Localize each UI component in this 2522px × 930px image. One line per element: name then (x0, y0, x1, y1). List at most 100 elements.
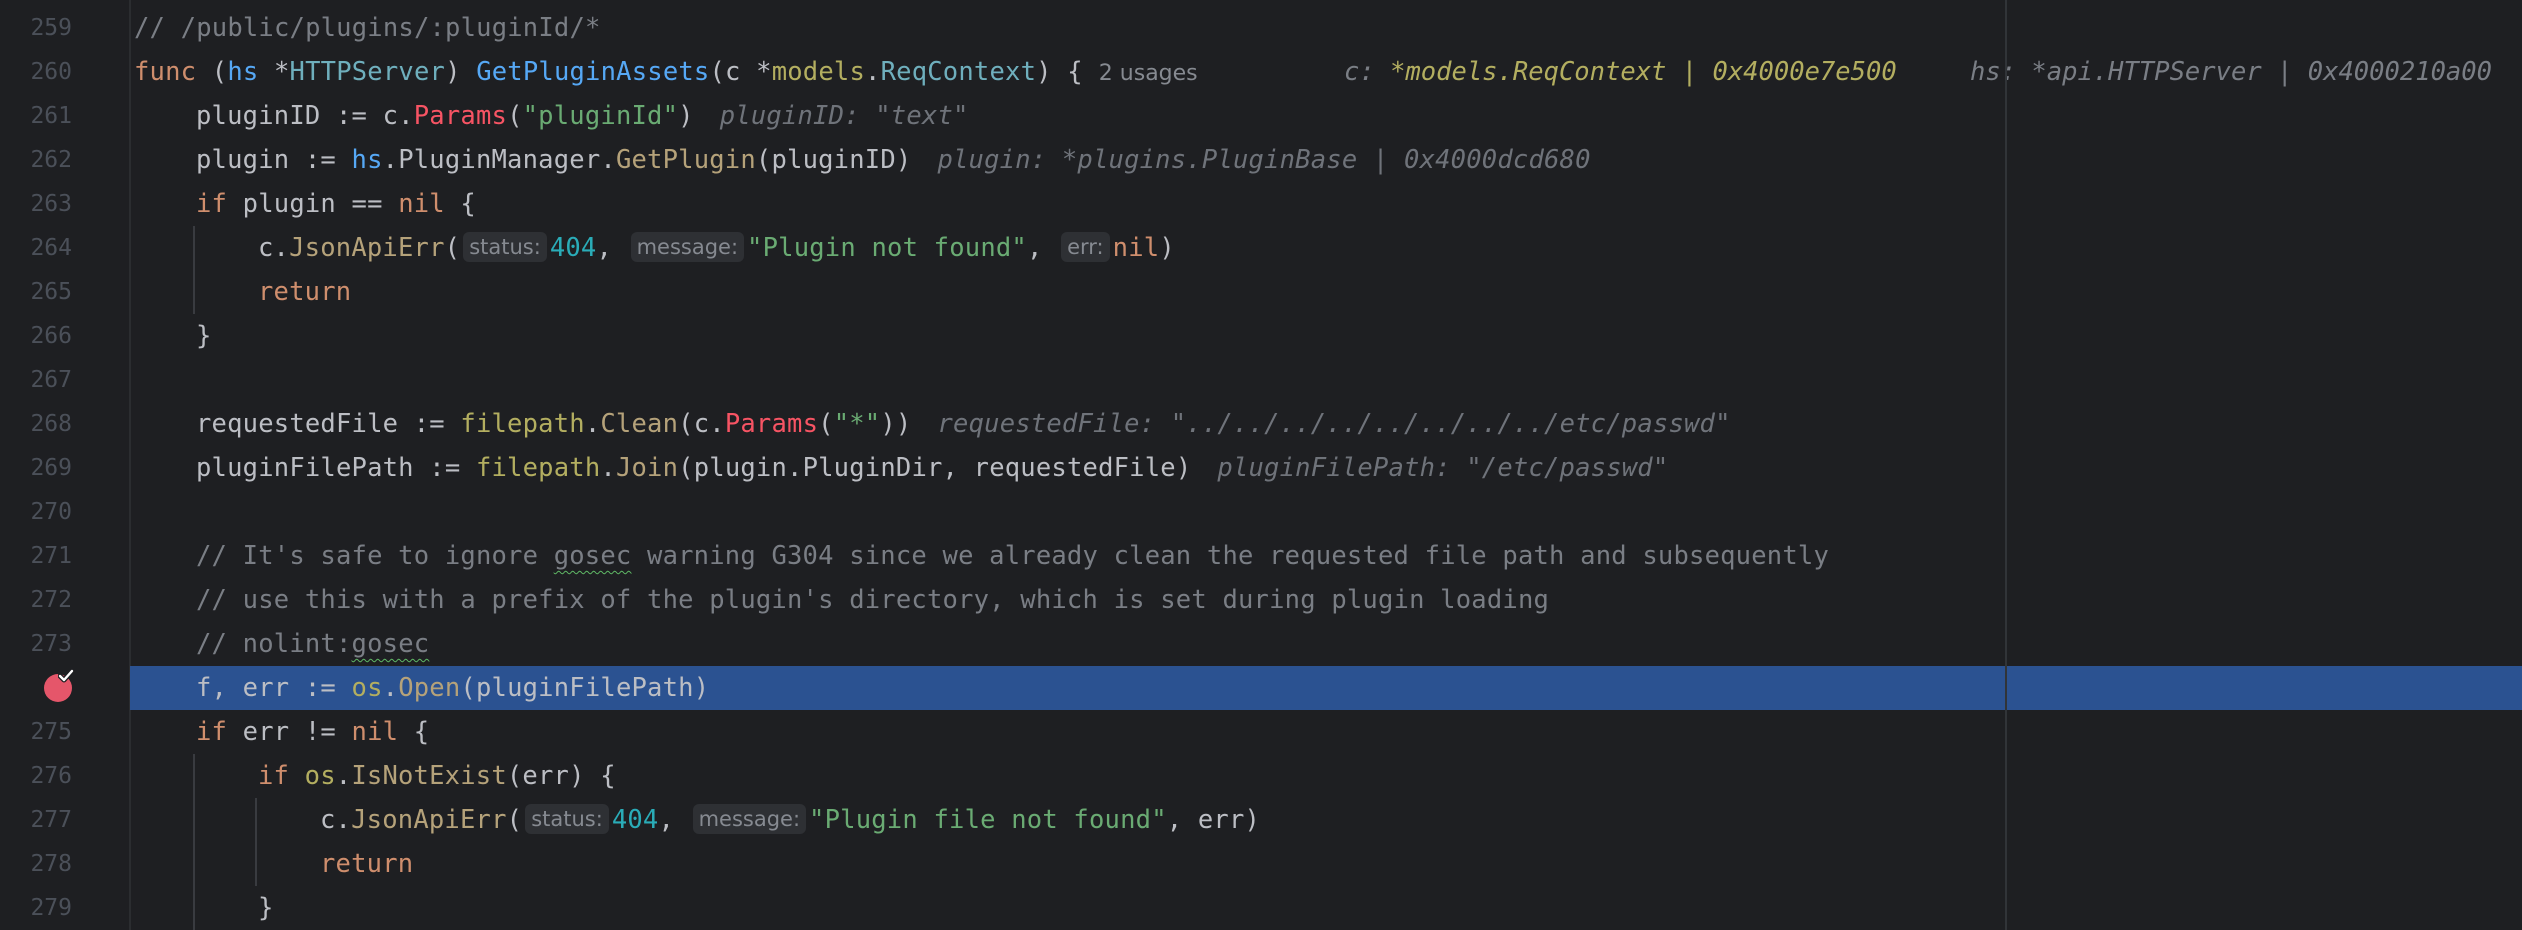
code-token: requestedFile := (196, 409, 461, 439)
punct: * (258, 57, 290, 87)
debug-value-hint-c[interactable]: c: *models.ReqContext | 0x4000e7e500 (1344, 50, 1897, 94)
code-line-271[interactable]: 271 // It's safe to ignore gosec warning… (0, 534, 2522, 578)
code-line-268[interactable]: 268 requestedFile := filepath.Clean(c.Pa… (0, 402, 2522, 446)
method-call: Params (724, 409, 819, 439)
hint-value: *models.ReqContext | 0x4000e7e500 (1390, 57, 1897, 87)
package-name: os (304, 761, 336, 791)
line-number[interactable]: 264 (30, 235, 72, 261)
verified-breakpoint-icon[interactable] (44, 668, 74, 702)
code-line-267[interactable]: 267 (0, 358, 2522, 402)
code-line-278[interactable]: 278 return (0, 842, 2522, 886)
code-line-265[interactable]: 265 return (0, 270, 2522, 314)
hint-label: c: (1344, 57, 1391, 87)
line-number[interactable]: 272 (30, 587, 72, 613)
code-line-259[interactable]: 259 // /public/plugins/:pluginId/* (0, 6, 2522, 50)
line-number[interactable]: 275 (30, 719, 72, 745)
debug-value-hint[interactable]: pluginFilePath: "/etc/passwd" (1217, 453, 1669, 483)
code-line-260[interactable]: 260 func (hs *HTTPServer) GetPluginAsset… (0, 50, 2522, 94)
debug-value-hint[interactable]: pluginID: "text" (719, 101, 969, 131)
code-text: // /public/plugins/:pluginId/* (134, 13, 601, 43)
usages-link[interactable]: 2 usages (1098, 61, 1198, 86)
number-literal: 404 (549, 233, 597, 263)
line-number[interactable]: 270 (30, 499, 72, 525)
package-name: models (771, 57, 866, 87)
param-name-hint: err: (1061, 232, 1110, 262)
code-token: pluginID := c. (196, 101, 414, 131)
line-number[interactable]: 268 (30, 411, 72, 437)
method-call: GetPlugin (615, 145, 756, 175)
closing-brace: } (258, 893, 274, 923)
code-token: plugin == (227, 189, 399, 219)
code-line-276[interactable]: 276 if os.IsNotExist(err) { (0, 754, 2522, 798)
code-text: if os.IsNotExist(err) { (258, 754, 616, 798)
param-name-hint: message: (630, 232, 745, 262)
line-number[interactable]: 265 (30, 279, 72, 305)
code-token: (c. (678, 409, 725, 439)
method-call: IsNotExist (351, 761, 507, 791)
punct: . (584, 409, 601, 439)
debug-value-hint[interactable]: plugin: *plugins.PluginBase | 0x4000dcd6… (937, 145, 1591, 175)
function-name[interactable]: GetPluginAssets (476, 57, 710, 87)
spellcheck-squiggle[interactable]: gosec (553, 541, 632, 571)
code-line-270[interactable]: 270 (0, 490, 2522, 534)
line-number[interactable]: 277 (30, 807, 72, 833)
comment: // It's safe to ignore gosec warning G30… (196, 534, 1829, 578)
comment: // nolint:gosec (196, 622, 429, 666)
debug-value-hint[interactable]: requestedFile: "../../../../../../../../… (937, 409, 1731, 439)
line-number[interactable]: 267 (30, 367, 72, 393)
param-type: ReqContext (880, 57, 1037, 87)
line-number[interactable]: 259 (30, 15, 72, 41)
code-line-272[interactable]: 272 // use this with a prefix of the plu… (0, 578, 2522, 622)
param-name-hint: status: (463, 232, 547, 262)
debug-value-hint-hs[interactable]: hs: *api.HTTPServer | 0x4000210a00 (1970, 57, 2492, 87)
code-token: f, err := (196, 673, 352, 703)
punct: ) (1159, 233, 1175, 263)
code-text: if plugin == nil { (196, 182, 476, 226)
line-number[interactable]: 260 (30, 59, 72, 85)
line-number[interactable]: 266 (30, 323, 72, 349)
checkmark-icon (58, 668, 74, 683)
indent-guide (193, 226, 195, 314)
punct: ( (444, 233, 461, 263)
punct: . (600, 453, 616, 483)
punct: { (444, 189, 476, 219)
code-token: (pluginFilePath) (460, 673, 710, 703)
keyword-nil: nil (351, 717, 399, 747)
punct: )) (880, 409, 912, 439)
punct: ( (507, 101, 523, 131)
code-line-263[interactable]: 263 if plugin == nil { (0, 182, 2522, 226)
line-number[interactable]: 279 (30, 895, 72, 921)
line-number[interactable]: 276 (30, 763, 72, 789)
method-call: JsonApiErr (289, 233, 445, 263)
code-line-262[interactable]: 262 plugin := hs.PluginManager.GetPlugin… (0, 138, 2522, 182)
spellcheck-squiggle[interactable]: gosec (351, 629, 430, 659)
code-token: .PluginManager. (382, 145, 616, 175)
code-line-279[interactable]: 279 } (0, 886, 2522, 930)
punct: ( (196, 57, 228, 87)
code-line-261[interactable]: 261 pluginID := c.Params("pluginId")plug… (0, 94, 2522, 138)
indent-guide (255, 798, 257, 886)
keyword-nil: nil (398, 189, 445, 219)
code-text: pluginID := c.Params("pluginId")pluginID… (196, 94, 969, 138)
comment-text: // It's safe to ignore (196, 541, 554, 571)
line-number[interactable]: 269 (30, 455, 72, 481)
line-number[interactable]: 261 (30, 103, 72, 129)
code-token: plugin := (196, 145, 352, 175)
line-number[interactable]: 273 (30, 631, 72, 657)
code-line-275[interactable]: 275 if err != nil { (0, 710, 2522, 754)
code-line-277[interactable]: 277 c.JsonApiErr(status:404, message:"Pl… (0, 798, 2522, 842)
line-number[interactable]: 278 (30, 851, 72, 877)
line-number[interactable]: 262 (30, 147, 72, 173)
receiver-name: hs (227, 57, 259, 87)
code-line-273[interactable]: 273 // nolint:gosec (0, 622, 2522, 666)
code-line-274-current-execution[interactable]: f, err := os.Open(pluginFilePath) (130, 666, 2522, 710)
punct: . (865, 57, 881, 87)
line-number[interactable]: 263 (30, 191, 72, 217)
code-line-269[interactable]: 269 pluginFilePath := filepath.Join(plug… (0, 446, 2522, 490)
line-number-gutter[interactable] (0, 0, 131, 930)
code-line-264[interactable]: 264 c.JsonApiErr(status:404, message:"Pl… (0, 226, 2522, 270)
line-number[interactable]: 271 (30, 543, 72, 569)
punct: . (335, 761, 352, 791)
code-line-266[interactable]: 266 } (0, 314, 2522, 358)
